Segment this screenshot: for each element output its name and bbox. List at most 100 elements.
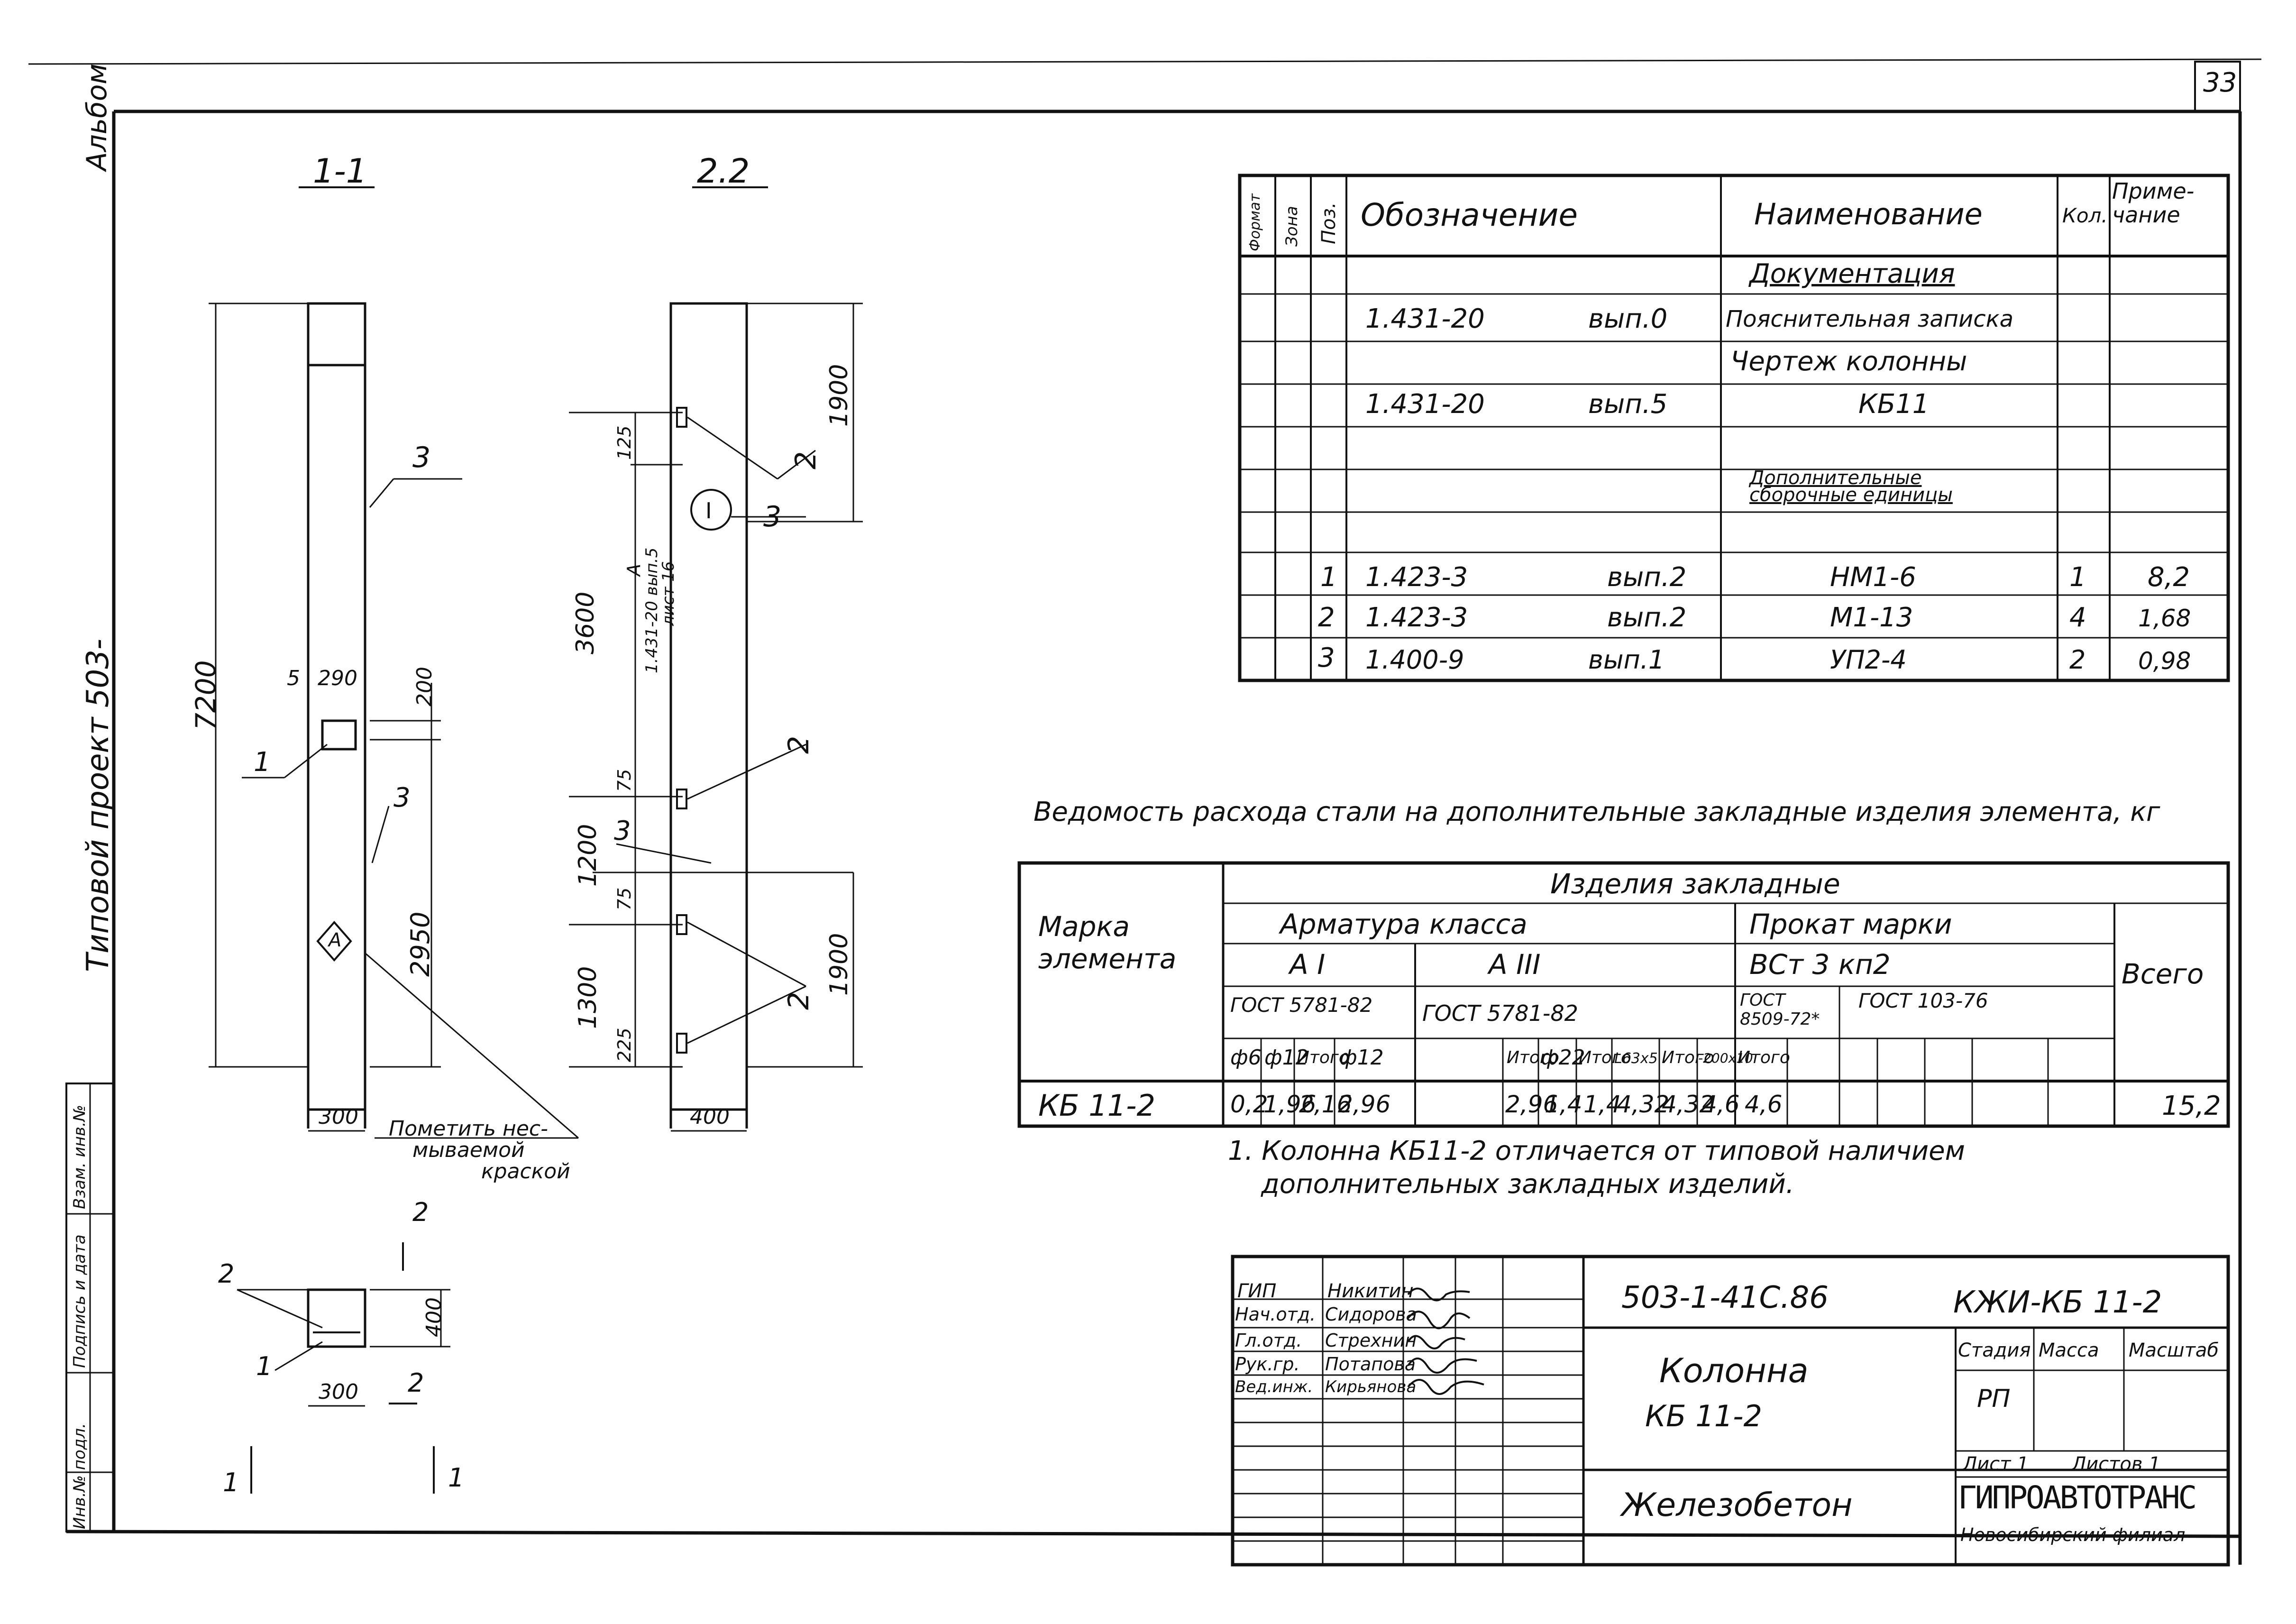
callout-3-circle: 3 bbox=[763, 500, 782, 533]
cut-mark-2-top: 2 bbox=[412, 1197, 429, 1227]
sig-name-1: Сидорова bbox=[1325, 1304, 1417, 1325]
steel-val-f12-a: 1,96 bbox=[1263, 1091, 1317, 1118]
steel-grade: ВСт 3 кп2 bbox=[1749, 948, 1891, 981]
steel-val-total-a: 2,16 bbox=[1299, 1091, 1352, 1118]
spec-row-9-designation: 1.400-9 bbox=[1365, 645, 1464, 675]
paint-note-1: Пометить нес- bbox=[389, 1117, 548, 1141]
spec-header-name: Наименование bbox=[1754, 197, 1983, 231]
spec-row-9-variant: вып.1 bbox=[1588, 645, 1665, 675]
steel-class-ai: А I bbox=[1290, 948, 1326, 981]
steel-sub-total-d: Итого bbox=[1662, 1048, 1714, 1067]
steel-val-200x10: 4,6 bbox=[1702, 1091, 1740, 1118]
sig-role-4: Вед.инж. bbox=[1235, 1377, 1313, 1396]
dim-200: 200 bbox=[412, 667, 437, 706]
spec-row-9-pos: 3 bbox=[1318, 642, 1335, 673]
dim-3600: 3600 bbox=[571, 591, 600, 654]
spec-row-3-designation: 1.431-20 bbox=[1365, 389, 1485, 420]
spec-row-9-name: УП2-4 bbox=[1830, 645, 1907, 675]
title-object-mark: КБ 11-2 bbox=[1645, 1399, 1762, 1433]
dim-1900-top: 1900 bbox=[825, 364, 853, 427]
spec-row-3-name: КБ11 bbox=[1858, 389, 1930, 420]
steel-row-mark: КБ 11-2 bbox=[1038, 1088, 1155, 1123]
spec-header-format: Формат bbox=[1247, 193, 1263, 251]
margin-label-inv: Инв.№ подл. bbox=[70, 1423, 89, 1529]
dim-1900-bottom: 1900 bbox=[825, 933, 853, 996]
dim-5: 5 bbox=[287, 666, 300, 690]
steel-val-total-b: 2,96 bbox=[1505, 1091, 1558, 1118]
sig-role-1: Нач.отд. bbox=[1235, 1304, 1316, 1325]
callout-2-top: 2 bbox=[789, 451, 823, 469]
callout-2-mid: 2 bbox=[782, 735, 815, 754]
spec-row-9-note: 0,98 bbox=[2138, 647, 2191, 675]
sig-role-3: Рук.гр. bbox=[1235, 1354, 1300, 1375]
cut-mark-1-left: 1 bbox=[223, 1468, 239, 1497]
spec-row-7-note: 8,2 bbox=[2148, 562, 2190, 593]
spec-header-designation: Обозначение bbox=[1361, 197, 1578, 233]
spec-row-0-name: Документация bbox=[1749, 258, 1955, 289]
spec-row-8-note: 1,68 bbox=[2138, 605, 2191, 632]
sig-name-0: Никитин bbox=[1327, 1280, 1414, 1302]
steel-sub-total-e: Итого bbox=[1738, 1048, 1790, 1067]
spec-row-2-name: Чертеж колонны bbox=[1730, 346, 1967, 377]
paint-note-2: мываемой bbox=[412, 1138, 525, 1162]
steel-val-total-e: 4,6 bbox=[1745, 1091, 1783, 1118]
steel-val-f22: 1,4 bbox=[1545, 1091, 1583, 1118]
spec-header-qty: Кол. bbox=[2062, 204, 2108, 227]
steel-sub-f22: ф22 bbox=[1541, 1046, 1585, 1070]
cut-mark-2-bottom: 2 bbox=[408, 1368, 424, 1398]
spec-row-3-variant: вып.5 bbox=[1588, 389, 1668, 420]
sig-name-4: Кирьянова bbox=[1325, 1377, 1417, 1396]
title-stage-header: Стадия bbox=[1958, 1340, 2031, 1361]
title-sheets: Листов 1 bbox=[2072, 1453, 2161, 1475]
spec-row-5-name: Дополнительные сборочные единицы bbox=[1749, 467, 1953, 506]
title-drawing-code: КЖИ-КБ 11-2 bbox=[1953, 1285, 2162, 1320]
ref-note-list: лист 16 bbox=[659, 561, 678, 626]
ref-note-a: A bbox=[623, 564, 644, 576]
frame-bottom bbox=[66, 1530, 2241, 1538]
spec-header-note: Приме-чание bbox=[2112, 178, 2195, 228]
spec-row-7-name: НМ1-6 bbox=[1830, 562, 1916, 593]
ref-note-sheet: 1.431-20 вып.5 bbox=[642, 547, 661, 673]
section-2-column bbox=[669, 302, 748, 1129]
steel-sub-f6: ф6 bbox=[1230, 1046, 1262, 1070]
dim-290: 290 bbox=[318, 666, 357, 690]
dim-1200: 1200 bbox=[574, 824, 602, 887]
spec-table-grid bbox=[1238, 174, 2230, 682]
dim-1300: 1300 bbox=[574, 966, 602, 1029]
cross-section bbox=[307, 1288, 366, 1348]
steel-gost-5781-a: ГОСТ 5781-82 bbox=[1230, 993, 1373, 1017]
spec-row-1-designation: 1.431-20 bbox=[1365, 303, 1485, 334]
sheet-number-box bbox=[2194, 61, 2241, 112]
spec-row-7-pos: 1 bbox=[1320, 562, 1337, 593]
steel-rebar-header: Арматура класса bbox=[1280, 908, 1528, 940]
dim-2950: 2950 bbox=[405, 911, 435, 977]
steel-val-f6: 0,2 bbox=[1230, 1091, 1268, 1118]
spec-row-7-designation: 1.423-3 bbox=[1365, 562, 1468, 593]
dim-7200: 7200 bbox=[190, 660, 222, 730]
spec-row-8-qty: 4 bbox=[2069, 602, 2086, 633]
spec-row-9-qty: 2 bbox=[2069, 645, 2086, 675]
callout-3-mid: 3 bbox=[393, 782, 411, 813]
steel-mark-header: Марка элемента bbox=[1038, 910, 1177, 975]
paint-note-3: краской bbox=[481, 1159, 570, 1184]
steel-val-grand-total: 15,2 bbox=[2162, 1091, 2221, 1121]
callout-3-top: 3 bbox=[412, 441, 431, 474]
spec-row-7-qty: 1 bbox=[2069, 562, 2086, 593]
dim-75-a: 75 bbox=[614, 769, 635, 792]
steel-note-1: 1. Колонна КБ11-2 отличается от типовой … bbox=[1228, 1136, 1965, 1166]
margin-label-replace: Взам. инв.№ bbox=[70, 1104, 89, 1209]
title-scale-header: Масштаб bbox=[2129, 1340, 2219, 1361]
sig-name-2: Стрехнин bbox=[1325, 1330, 1417, 1351]
steel-sub-f12-b: ф12 bbox=[1339, 1046, 1384, 1070]
steel-gost-8509: ГОСТ 8509-72* bbox=[1740, 991, 1820, 1029]
steel-val-total-d: 4,32 bbox=[1662, 1091, 1715, 1118]
marker-a-label: A bbox=[329, 929, 342, 951]
sig-role-2: Гл.отд. bbox=[1235, 1330, 1302, 1351]
title-material: Железобетон bbox=[1621, 1486, 1853, 1524]
spec-row-1-variant: вып.0 bbox=[1588, 303, 1668, 334]
title-project-code: 503-1-41С.86 bbox=[1621, 1280, 1829, 1315]
dim-225: 225 bbox=[614, 1028, 635, 1062]
steel-total-header: Всего bbox=[2122, 958, 2204, 990]
cross-dim-300: 300 bbox=[319, 1380, 358, 1404]
